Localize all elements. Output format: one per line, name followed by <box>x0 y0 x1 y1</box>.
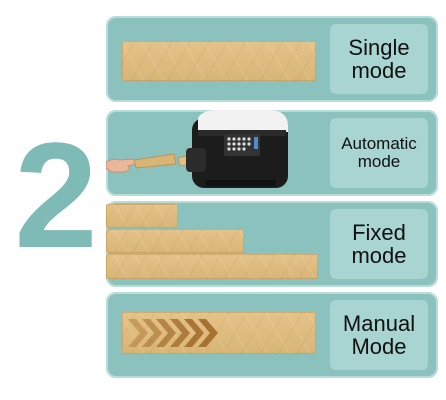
tape-strip-medium <box>106 229 244 253</box>
tape-strip-single <box>122 41 316 81</box>
mode-label-fixed: Fixed mode <box>330 209 428 279</box>
mode-label-line2: Mode <box>351 334 407 359</box>
mode-label-line1: Fixed <box>352 219 406 245</box>
mode-label-line1: Single <box>348 34 410 60</box>
tape-dispenser-machine-icon <box>106 110 288 188</box>
mode-label-line1: Manual <box>342 310 416 336</box>
mode-label-line2: mode <box>357 152 401 171</box>
step-number: 2 <box>14 111 98 279</box>
tape-strip-short <box>106 204 178 228</box>
mode-label-single: Single mode <box>330 24 428 94</box>
mode-card-manual[interactable]: Manual Mode <box>106 292 438 378</box>
tape-strip-long <box>106 254 318 279</box>
mode-label-line2: mode <box>351 243 407 268</box>
mode-label-line1: Automatic <box>341 134 417 154</box>
mode-label-manual: Manual Mode <box>330 300 428 370</box>
dispenser-scene <box>106 110 320 196</box>
hand-icon <box>106 158 137 173</box>
mode-label-line2: mode <box>351 58 407 83</box>
mode-label-automatic: Automatic mode <box>330 118 428 188</box>
mode-card-fixed[interactable]: Fixed mode <box>106 201 438 287</box>
mode-card-automatic[interactable]: Automatic mode <box>106 110 438 196</box>
chevron-arrows-icon <box>128 319 220 347</box>
mode-card-single[interactable]: Single mode <box>106 16 438 102</box>
